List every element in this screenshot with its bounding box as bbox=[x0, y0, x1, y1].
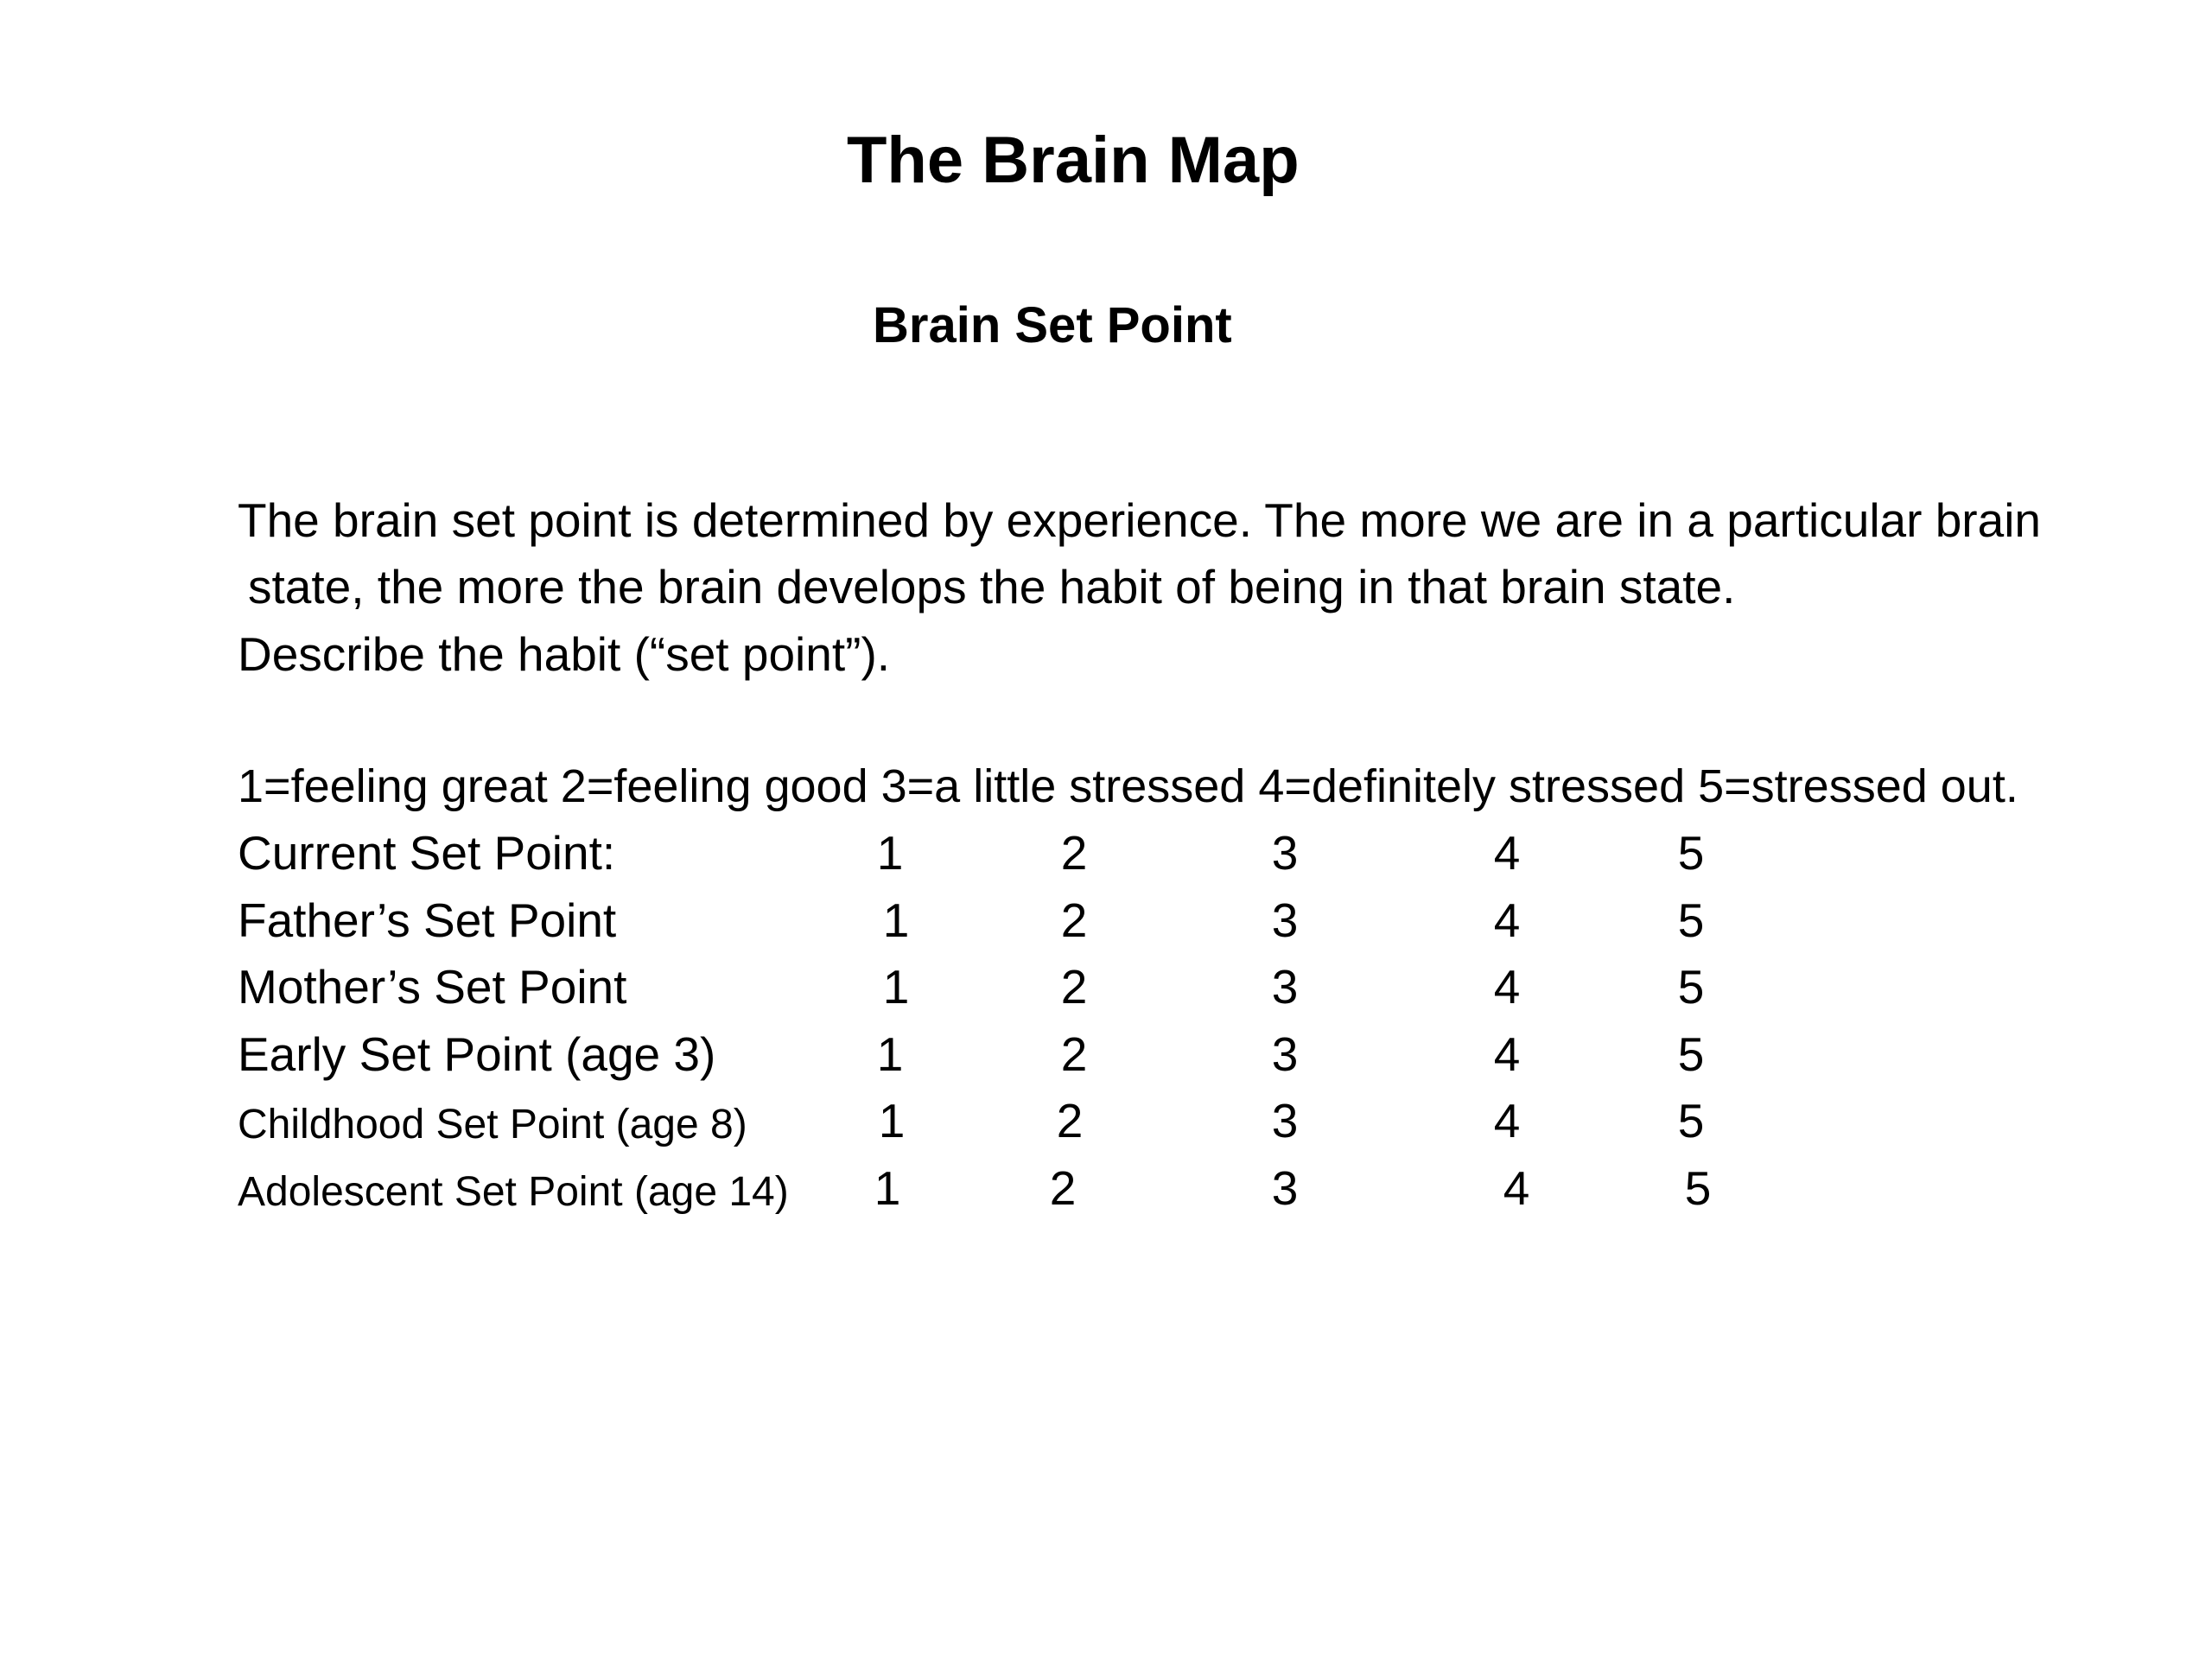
rating-option[interactable]: 2 bbox=[1060, 1027, 1088, 1081]
rating-row-mother: Mother’s Set Point 1 2 3 4 5 bbox=[238, 963, 1879, 1024]
row-label: Father’s Set Point bbox=[238, 893, 617, 947]
rating-row-current: Current Set Point: 1 2 3 4 5 bbox=[238, 830, 1879, 890]
page-subtitle: Brain Set Point bbox=[873, 297, 1232, 353]
rating-option[interactable]: 4 bbox=[1493, 1027, 1521, 1081]
rating-option[interactable]: 3 bbox=[1271, 1094, 1299, 1147]
rating-option[interactable]: 4 bbox=[1493, 1094, 1521, 1147]
rating-row-early: Early Set Point (age 3) 1 2 3 4 5 bbox=[238, 1031, 1879, 1091]
rating-option[interactable]: 1 bbox=[882, 893, 910, 947]
rating-option[interactable]: 3 bbox=[1271, 1027, 1299, 1081]
rating-option[interactable]: 4 bbox=[1493, 960, 1521, 1014]
rating-option[interactable]: 3 bbox=[1271, 826, 1299, 880]
rating-option[interactable]: 4 bbox=[1493, 893, 1521, 947]
row-label: Current Set Point: bbox=[238, 826, 616, 880]
rating-option[interactable]: 1 bbox=[882, 960, 910, 1014]
rating-option[interactable]: 1 bbox=[878, 1094, 906, 1147]
row-label: Childhood Set Point (age 8) bbox=[238, 1102, 747, 1147]
row-label: Adolescent Set Point (age 14) bbox=[238, 1169, 789, 1215]
paragraph-line-1: The brain set point is determined by exp… bbox=[238, 493, 2042, 547]
rating-option[interactable]: 5 bbox=[1677, 1027, 1705, 1081]
rating-option[interactable]: 2 bbox=[1060, 893, 1088, 947]
page-title: The Brain Map bbox=[847, 124, 1300, 197]
rating-option[interactable]: 5 bbox=[1684, 1161, 1712, 1215]
row-label: Early Set Point (age 3) bbox=[238, 1027, 716, 1081]
rating-row-adolescent: Adolescent Set Point (age 14) 1 2 3 4 5 bbox=[238, 1165, 1879, 1225]
rating-option[interactable]: 5 bbox=[1677, 826, 1705, 880]
rating-option[interactable]: 5 bbox=[1677, 960, 1705, 1014]
rating-row-father: Father’s Set Point 1 2 3 4 5 bbox=[238, 897, 1879, 957]
rating-option[interactable]: 1 bbox=[876, 826, 904, 880]
rating-row-childhood: Childhood Set Point (age 8) 1 2 3 4 5 bbox=[238, 1097, 1879, 1158]
scale-legend: 1=feeling great 2=feeling good 3=a littl… bbox=[238, 760, 2018, 812]
rating-option[interactable]: 1 bbox=[874, 1161, 901, 1215]
rating-option[interactable]: 2 bbox=[1060, 826, 1088, 880]
rating-option[interactable]: 4 bbox=[1493, 826, 1521, 880]
rating-option[interactable]: 3 bbox=[1271, 1161, 1299, 1215]
rating-option[interactable]: 4 bbox=[1503, 1161, 1530, 1215]
rating-option[interactable]: 2 bbox=[1060, 960, 1088, 1014]
rating-option[interactable]: 3 bbox=[1271, 960, 1299, 1014]
rating-option[interactable]: 2 bbox=[1056, 1094, 1084, 1147]
paragraph-line-2: state, the more the brain develops the h… bbox=[248, 560, 1736, 613]
rating-option[interactable]: 2 bbox=[1049, 1161, 1077, 1215]
row-label: Mother’s Set Point bbox=[238, 960, 627, 1014]
rating-option[interactable]: 5 bbox=[1677, 1094, 1705, 1147]
rating-option[interactable]: 1 bbox=[876, 1027, 904, 1081]
paragraph-line-3: Describe the habit (“set point”). bbox=[238, 627, 891, 681]
rating-option[interactable]: 5 bbox=[1677, 893, 1705, 947]
rating-option[interactable]: 3 bbox=[1271, 893, 1299, 947]
